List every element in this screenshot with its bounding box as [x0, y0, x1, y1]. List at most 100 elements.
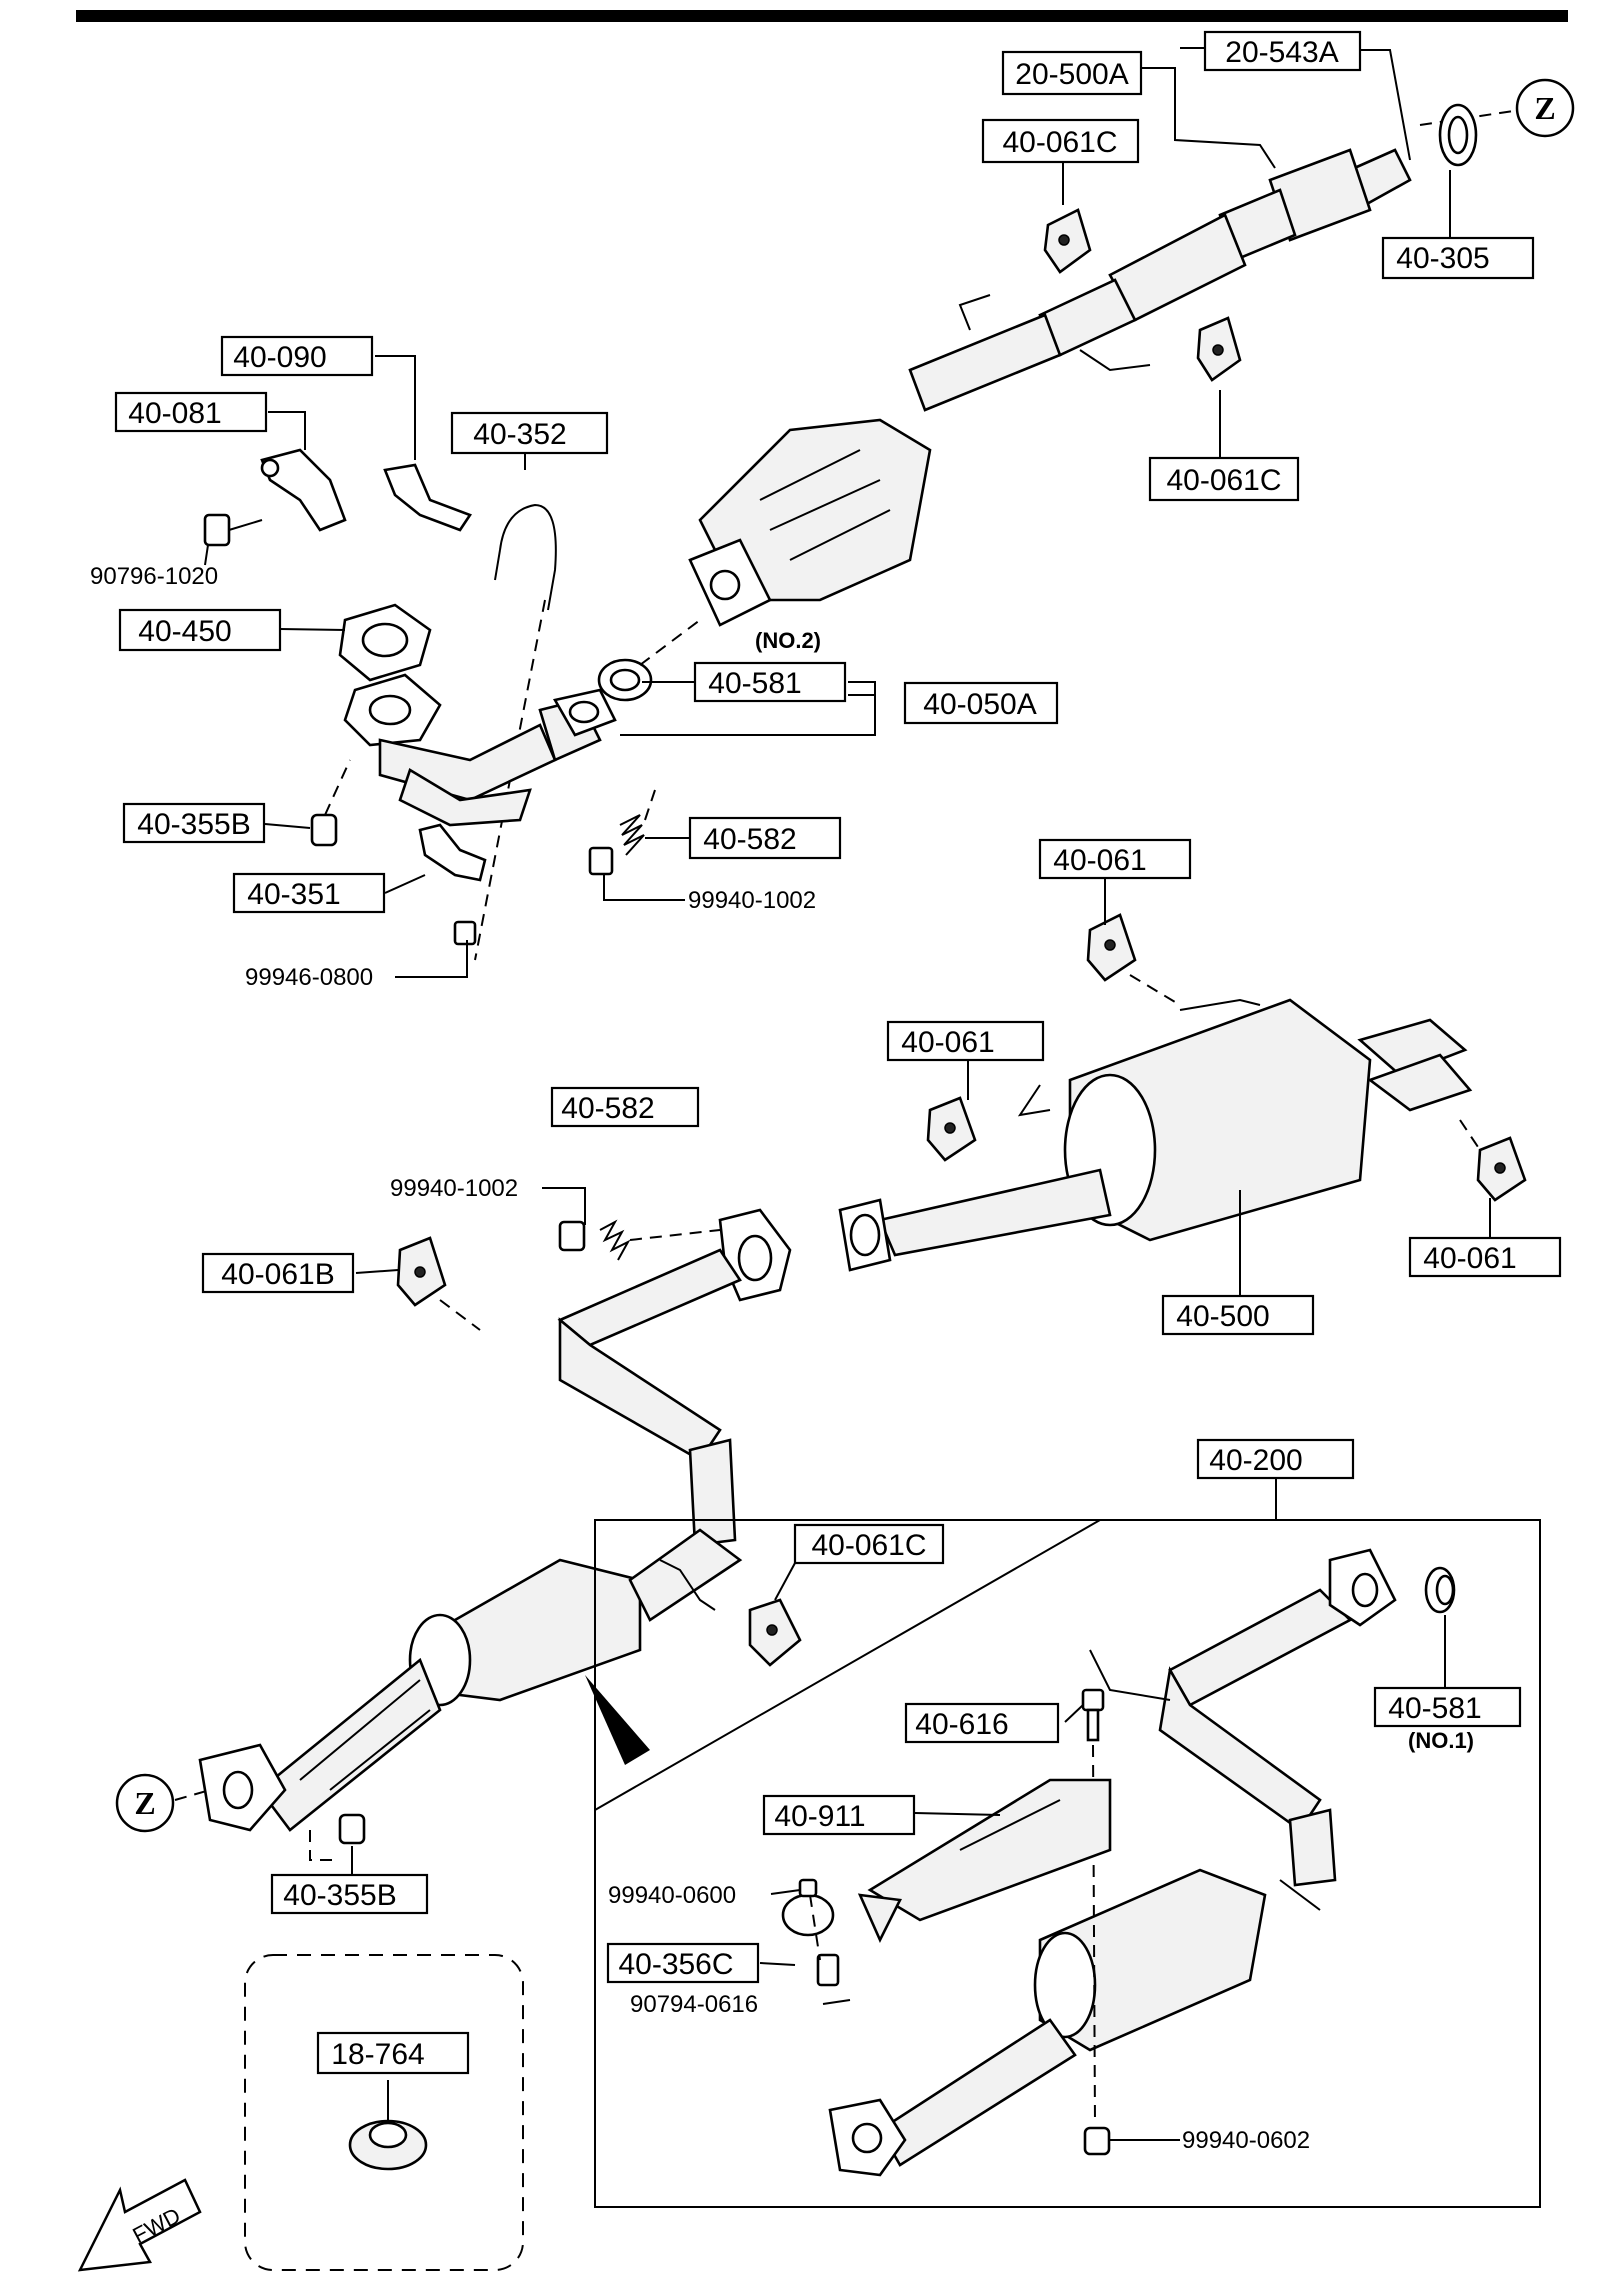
label-40-351: 40-351: [232, 872, 386, 914]
direction-arrow-icon: [585, 1675, 650, 1765]
grommet-icon: [348, 2080, 428, 2171]
label-text: 40-581: [708, 667, 801, 700]
label-text: 40-582: [703, 823, 796, 856]
label-40-355B-upper: 40-355B: [122, 802, 266, 844]
label-40-911: 40-911: [762, 1794, 916, 1836]
label-text: 40-061C: [1002, 126, 1117, 159]
label-40-355B-lower: 40-355B: [270, 1873, 429, 1915]
label-text: 40-581: [1388, 1692, 1481, 1725]
label-20-500A: 20-500A: [1001, 50, 1143, 96]
label-text: 40-355B: [283, 1879, 396, 1912]
nut-icon: [1083, 2126, 1111, 2156]
label-text: 40-356C: [618, 1948, 733, 1981]
gasket-40-581-icon: [1424, 1566, 1456, 1614]
z-marker-bottom: Z: [115, 1773, 211, 1833]
label-text: 40-352: [473, 418, 566, 451]
label-20-543A: 20-543A: [1203, 30, 1362, 72]
label-text: 40-305: [1396, 242, 1489, 275]
spring-icon: [558, 1219, 721, 1261]
label-text: 20-500A: [1015, 58, 1128, 91]
label-40-061C-upper: 40-061C: [981, 118, 1140, 164]
label-40-061-mid: 40-061: [886, 1020, 1045, 1062]
rubber-hanger-icon: [396, 1236, 481, 1331]
gasket-40-450-icon: [338, 603, 432, 682]
nut-icon: [309, 1813, 366, 1861]
label-40-061-upper: 40-061: [1038, 838, 1192, 880]
bolt-label-99940-1002-mid: 99940-1002: [390, 1175, 518, 1202]
pipe-flange-icon: [718, 1208, 792, 1302]
label-text: 40-081: [128, 397, 221, 430]
label-text: 40-582: [561, 1092, 654, 1125]
label-text: 18-764: [331, 2038, 424, 2071]
label-text: 40-061C: [1166, 464, 1281, 497]
z-marker-top: Z: [1419, 78, 1575, 138]
label-40-356C: 40-356C: [606, 1942, 760, 1984]
fwd-arrow-icon: FWD: [77, 2178, 202, 2272]
top-border-bar: [76, 10, 1568, 22]
note-no1: (NO.1): [1408, 1728, 1474, 1753]
tail-extension-icon: [857, 1778, 1112, 1944]
rubber-hanger-icon: [659, 1559, 802, 1667]
label-40-050A: 40-050A: [903, 681, 1059, 725]
front-pipe-icon: [343, 673, 617, 827]
bolt-label-90794-0616: 90794-0616: [630, 1991, 758, 2018]
rear-tailpipe-icon: [828, 1548, 1397, 2177]
bracket-40-351-icon: [418, 823, 487, 946]
label-text: 40-911: [774, 1800, 865, 1833]
label-text: 40-061: [1423, 1242, 1516, 1275]
label-40-581-upper: 40-581: [693, 661, 847, 703]
leader-lines: [204, 47, 1491, 2141]
bolt-label-99940-0602: 99940-0602: [1182, 2127, 1310, 2154]
note-no2: (NO.2): [755, 628, 821, 653]
catalytic-converter-assembly: [688, 148, 1412, 627]
label-18-764: 18-764: [316, 2031, 470, 2075]
label-text: 40-450: [138, 615, 231, 648]
bolt-label-90796-1020: 90796-1020: [90, 563, 218, 590]
label-text: 40-200: [1209, 1444, 1302, 1477]
bolt-label-99940-1002-upper: 99940-1002: [688, 887, 816, 914]
inset-18-764-frame: [244, 1954, 524, 2271]
gasket-ring-icon: [1438, 103, 1478, 167]
rubber-hanger-icon: [1196, 316, 1242, 382]
kit-40-200-frame: [594, 1468, 1541, 2208]
label-text: 40-500: [1176, 1300, 1269, 1333]
label-text: 40-355B: [137, 808, 250, 841]
rubber-hanger-icon: [926, 1096, 977, 1162]
nut-icon: [310, 759, 351, 847]
z-marker-label: Z: [134, 1785, 155, 1821]
clamp-icon: [781, 1878, 840, 1987]
label-40-305: 40-305: [1381, 236, 1535, 280]
label-40-061-right: 40-061: [1408, 1236, 1562, 1278]
label-40-090: 40-090: [220, 335, 374, 377]
label-40-061C-lower: 40-061C: [793, 1523, 945, 1565]
label-text: 40-061: [1053, 844, 1146, 877]
label-40-450: 40-450: [118, 608, 282, 652]
bolt-icon: [203, 513, 263, 547]
rubber-hanger-icon: [1043, 208, 1092, 274]
label-40-081: 40-081: [114, 391, 268, 433]
label-40-582-upper: 40-582: [688, 816, 842, 860]
label-text: 40-061B: [221, 1258, 334, 1291]
rubber-hanger-icon: [1459, 1119, 1527, 1202]
bolt-label-99940-0600: 99940-0600: [608, 1882, 736, 1909]
gasket-40-581-icon: [597, 619, 701, 702]
label-40-061B: 40-061B: [201, 1252, 355, 1294]
rubber-hanger-icon: [1086, 913, 1181, 1006]
label-text: 40-050A: [923, 688, 1036, 721]
label-text: 40-616: [915, 1708, 1008, 1741]
spring-icon: [588, 789, 656, 876]
bracket-40-090-icon: [383, 463, 472, 532]
label-40-616: 40-616: [904, 1702, 1060, 1744]
label-text: 20-543A: [1225, 36, 1338, 69]
bracket-40-081-icon: [260, 448, 347, 532]
z-marker-label: Z: [1534, 90, 1555, 126]
label-text: 40-090: [233, 341, 326, 374]
label-40-352: 40-352: [450, 411, 609, 455]
label-text: 40-351: [247, 878, 340, 911]
main-muffler-icon: [838, 998, 1473, 1272]
bolt-icon: [1081, 1688, 1105, 2126]
bolt-label-99946-0800: 99946-0800: [245, 964, 373, 991]
label-40-500: 40-500: [1161, 1294, 1315, 1336]
label-40-200: 40-200: [1196, 1438, 1355, 1480]
